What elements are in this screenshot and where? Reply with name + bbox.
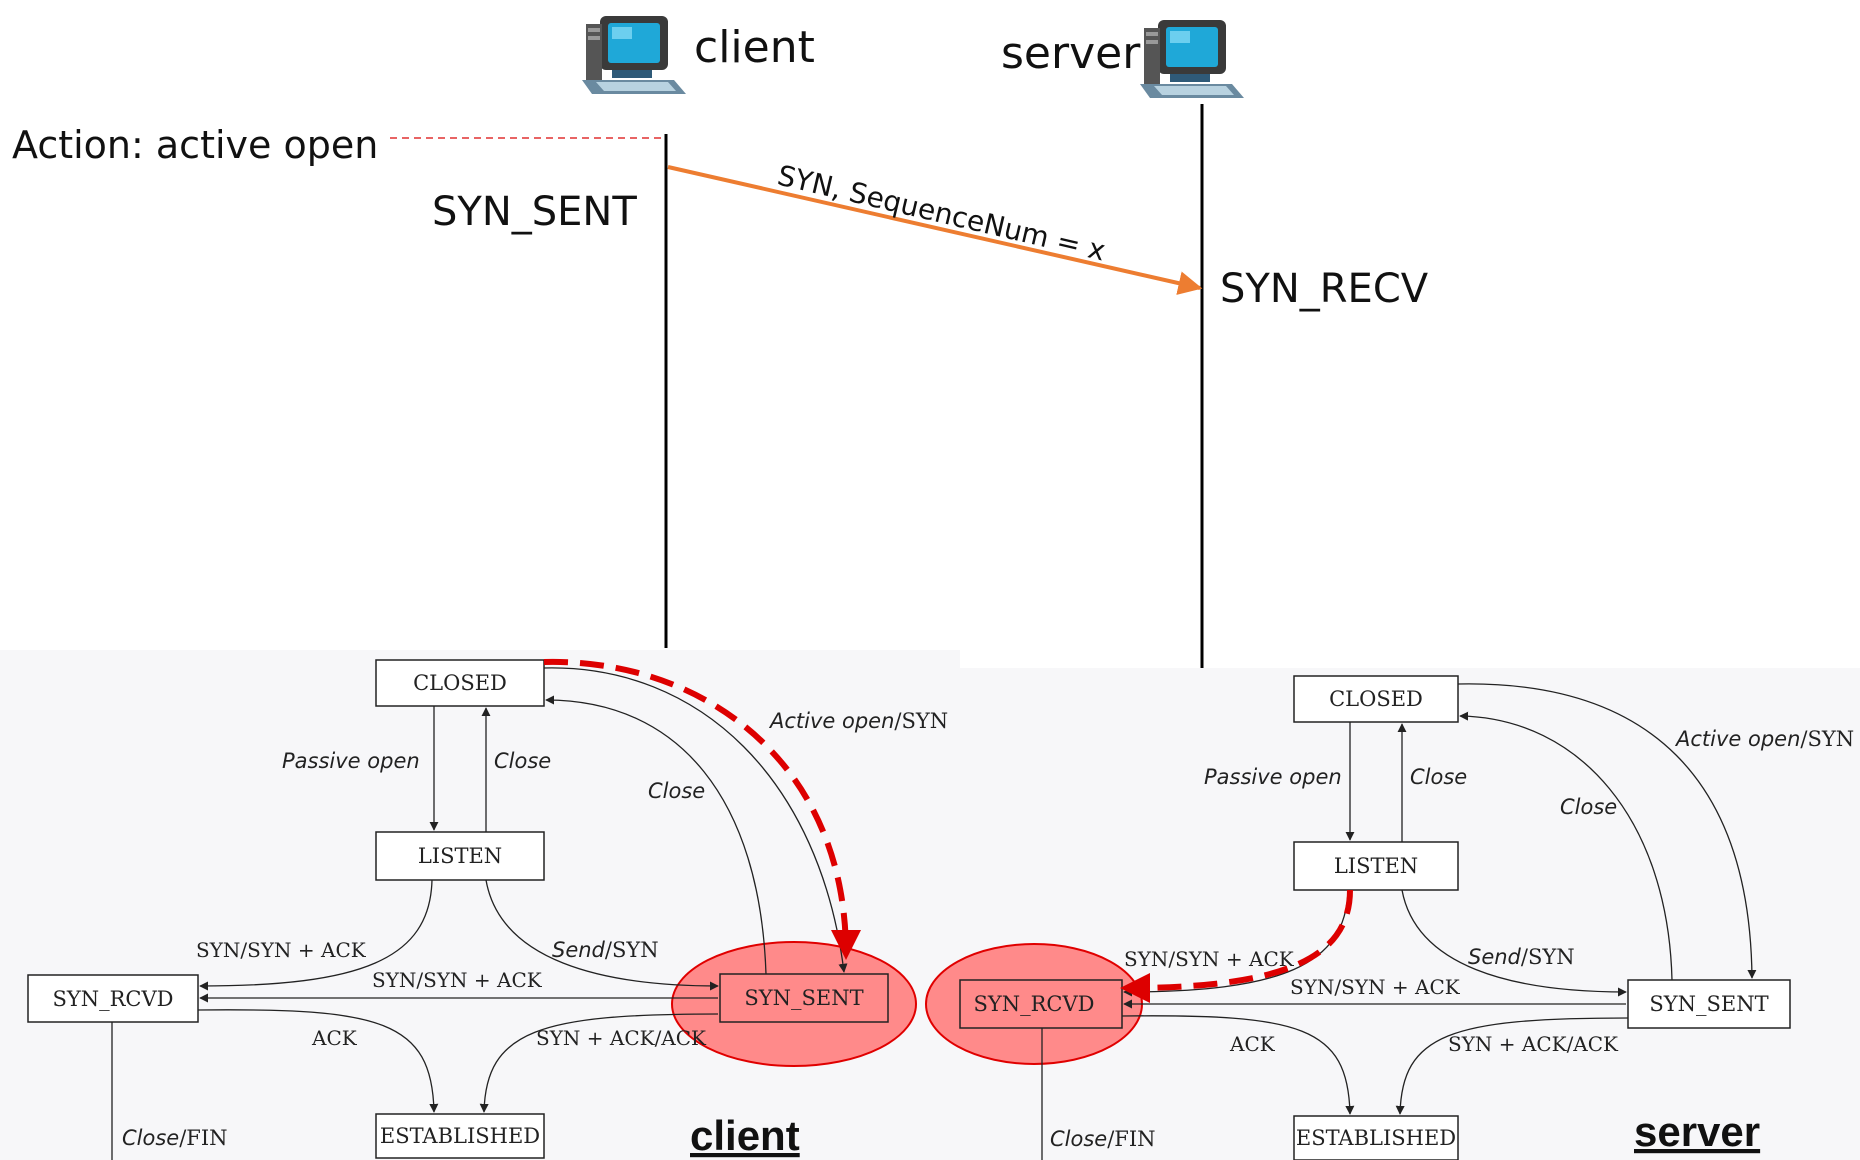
server-syn-rcvd-highlight [925,943,1143,1065]
server-edge-syn-ack-ack [1395,1017,1629,1115]
client-edge-syn-ack-ack [479,1013,719,1113]
client-edge-listen-syn-rcvd [199,879,433,991]
client-state-label: SYN_SENT [432,189,637,235]
client-edge-close-syn-sent [545,695,767,975]
server-edge-close-syn-sent [1459,711,1673,981]
server-state-syn-sent: SYN_SENT [1627,979,1791,1029]
server-label: server [1001,28,1141,79]
server-state-listen: LISTEN [1293,841,1459,891]
server-transitions [1041,683,1757,1160]
client-trace-arrow [543,658,861,960]
client-edge-active-open [543,667,848,973]
client-state-closed: CLOSED [375,659,545,707]
action-label: Action: active open [12,123,378,167]
client-state-syn-rcvd: SYN_RCVD [27,974,199,1023]
sequence-diagram: client server Action: active open SYN_SE… [12,16,1429,668]
client-transitions [111,667,848,1160]
server-edge-send-syn [1401,889,1627,997]
client-state-established: ESTABLISHED [375,1113,545,1159]
client-syn-sent-highlight [671,941,917,1067]
server-state-closed: CLOSED [1293,675,1459,723]
client-edge-ack [197,1009,439,1113]
client-edge-send-syn [485,879,719,991]
client-fsm-background [0,650,960,1160]
syn-message-arrow [667,165,1203,295]
server-edge-active-open [1457,683,1757,979]
server-state-label: SYN_RECV [1220,266,1429,312]
server-edge-listen-syn-rcvd [1123,889,1349,997]
client-computer-icon [582,16,686,94]
server-state-established: ESTABLISHED [1293,1115,1459,1160]
client-label: client [694,22,815,73]
server-edge-ack [1121,1015,1355,1115]
server-computer-icon [1140,20,1244,98]
client-state-listen: LISTEN [375,831,545,881]
syn-message-label: SYN, SequenceNum = x [774,159,1108,268]
